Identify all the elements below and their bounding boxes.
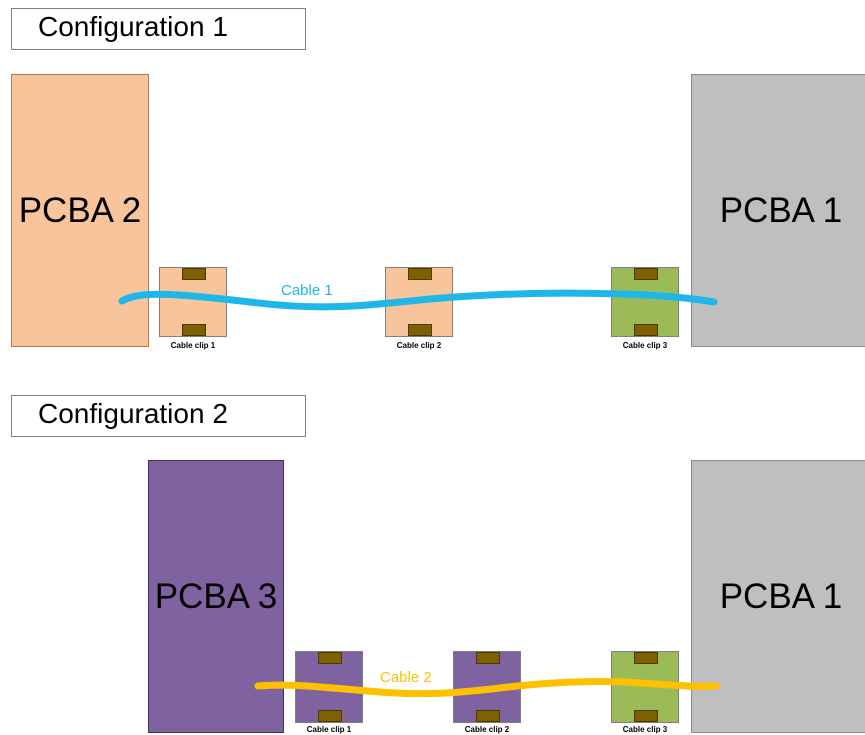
clip-tab-bottom — [318, 710, 342, 722]
config2-pcba-right-label: PCBA 1 — [719, 576, 843, 616]
clip-tab-bottom — [634, 324, 658, 336]
clip-tab-bottom — [182, 324, 206, 336]
clip-tab-bottom — [476, 710, 500, 722]
config1-title: Configuration 1 — [11, 8, 306, 50]
config2-title: Configuration 2 — [11, 395, 306, 437]
config1-cable-label: Cable 1 — [281, 282, 333, 299]
config2-cable-label: Cable 2 — [380, 669, 432, 686]
config2-cable-clip-2-label: Cable clip 2 — [464, 725, 510, 734]
clip-tab-top — [318, 652, 342, 664]
clip-tab-top — [634, 652, 658, 664]
config1-cable-clip-3 — [611, 267, 679, 337]
clip-tab-top — [408, 268, 432, 280]
config1-pcba-left-label: PCBA 2 — [18, 190, 142, 230]
config1-cable-clip-2-label: Cable clip 2 — [396, 341, 442, 350]
config1-pcba-right-label: PCBA 1 — [719, 190, 843, 230]
config2-cable-clip-1-label: Cable clip 1 — [306, 725, 352, 734]
config1-pcba-right: PCBA 1 — [691, 74, 865, 347]
config1-cable-clip-1-label: Cable clip 1 — [170, 341, 216, 350]
config2-pcba-right: PCBA 1 — [691, 460, 865, 733]
clip-tab-top — [182, 268, 206, 280]
config2-pcba-left-label: PCBA 3 — [154, 576, 278, 616]
config1-cable-clip-1 — [159, 267, 227, 337]
clip-tab-top — [476, 652, 500, 664]
clip-tab-top — [634, 268, 658, 280]
config2-cable-clip-3-label: Cable clip 3 — [622, 725, 668, 734]
config2-pcba-left: PCBA 3 — [148, 460, 284, 733]
clip-tab-bottom — [634, 710, 658, 722]
config1-cable-clip-3-label: Cable clip 3 — [622, 341, 668, 350]
clip-tab-bottom — [408, 324, 432, 336]
